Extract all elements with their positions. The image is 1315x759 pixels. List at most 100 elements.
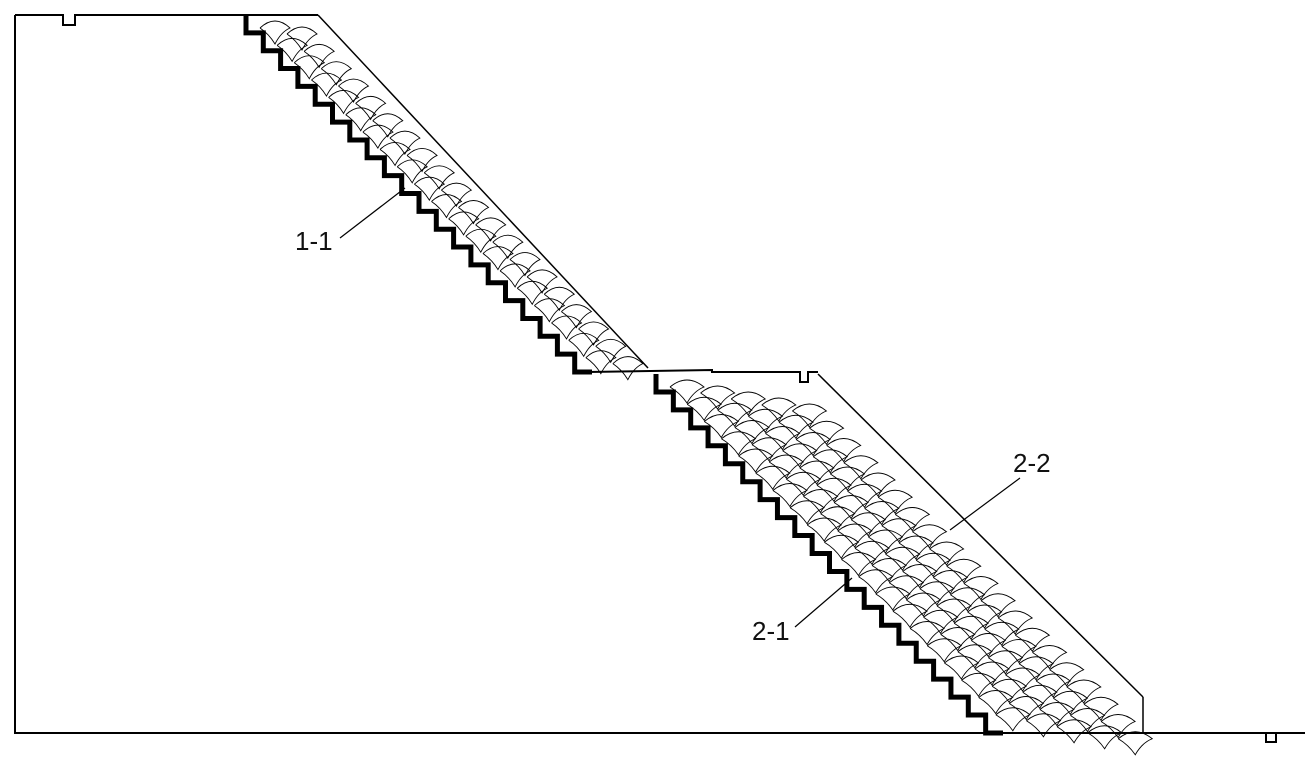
berm-line (587, 368, 818, 383)
upper-scale-arc (543, 286, 576, 312)
lower-scale-arc (898, 535, 934, 560)
lower-scale-arc (669, 379, 705, 404)
lower-scale-arc (923, 609, 959, 635)
lower-scale-arc (1018, 656, 1054, 681)
leader-line-2-2 (949, 477, 1021, 531)
upper-scale-arc (568, 332, 600, 358)
upper-scale-arc (516, 280, 549, 306)
lower-scale-arc (902, 564, 938, 589)
lower-scale-arc (1035, 673, 1072, 698)
lower-scale-arc (953, 615, 990, 641)
lower-scale-arc (1009, 696, 1045, 721)
upper-scale-arc (499, 263, 531, 288)
lower-scale-arc (700, 385, 736, 410)
lower-scale-arc (875, 586, 911, 611)
lower-scale-arc (748, 408, 784, 434)
lower-scale-arc (1015, 627, 1051, 653)
lower-scale-arc (995, 707, 1031, 732)
lower-scale-arc (778, 414, 814, 440)
lower-scale-arc (751, 437, 787, 462)
lower-scale-arc (888, 575, 925, 600)
label-2-2: 2-2 (1013, 448, 1051, 478)
lower-scale-arc (1005, 667, 1041, 692)
upper-scale-arc (551, 315, 583, 340)
lower-scale-arc (820, 506, 856, 531)
lower-scale-arc (1070, 708, 1106, 733)
lower-scale-arc (843, 455, 879, 480)
lower-scale-arc (850, 512, 887, 537)
leader-line-2-1 (794, 577, 853, 628)
upper-scale-arc (345, 107, 377, 132)
upper-step (243, 15, 592, 375)
lower-scale-arc (1117, 731, 1154, 756)
lower-scale-arc (974, 661, 1010, 686)
lower-scale-arc (895, 507, 931, 532)
lower-scale-arc (799, 460, 835, 485)
upper-scale-arc (482, 246, 514, 271)
upper-scale-arc (311, 72, 343, 97)
upper-scale-arc (431, 194, 463, 219)
lower-scale-arc (1049, 662, 1085, 687)
upper-scale-arc (475, 217, 507, 242)
lower-scale-arc (881, 518, 917, 543)
lower-scale-arc (1087, 725, 1123, 750)
upper-scale-arc (303, 43, 335, 69)
lower-scale-arc (871, 558, 907, 583)
lower-scale-arc (919, 581, 955, 606)
lower-scale-arc (926, 638, 963, 663)
lower-scale-arc (1039, 702, 1075, 727)
lower-slope-face (817, 373, 1144, 698)
lower-scale-arc (967, 604, 1003, 629)
lower-scale-arc (906, 592, 942, 617)
lower-scale-arc (1032, 645, 1068, 670)
lower-scale-arc (988, 650, 1024, 675)
lower-scale-arc (738, 448, 774, 473)
upper-scale-arc (320, 61, 353, 86)
lower-scale-arc (909, 621, 945, 646)
lower-scale-arc (789, 500, 825, 525)
upper-scale-arc (372, 113, 404, 138)
lower-scale-arc (940, 627, 976, 652)
lower-scale-arc (877, 489, 914, 515)
lower-scale-arc (795, 432, 831, 457)
lower-scale-arc (980, 593, 1016, 618)
upper-fill-pattern (259, 20, 644, 381)
upper-scale-arc (406, 148, 438, 173)
lower-scale-arc (950, 587, 986, 612)
lower-scale-arc (991, 678, 1028, 704)
lower-scale-arc (806, 517, 843, 542)
lower-step (653, 374, 1003, 736)
lower-scale-arc (792, 403, 828, 428)
upper-scale-arc (338, 78, 370, 103)
lower-scale-arc (1083, 696, 1119, 722)
upper-scale-arc (526, 269, 558, 294)
lower-scale-arc (734, 420, 770, 445)
lower-scale-arc (961, 672, 997, 698)
lower-benching-steps (653, 374, 1003, 736)
lower-scale-arc (761, 397, 797, 422)
lower-scale-arc (803, 489, 839, 514)
upper-scale-arc (414, 176, 446, 202)
lower-scale-arc (946, 558, 982, 584)
lower-scale-arc (929, 541, 965, 566)
lower-scale-arc (809, 420, 845, 446)
lower-scale-arc (1100, 714, 1136, 739)
lower-scale-arc (772, 483, 808, 508)
leader-line-1-1 (339, 187, 406, 239)
lower-scale-arc (984, 621, 1020, 647)
lower-scale-arc (768, 454, 805, 479)
lower-scale-arc (963, 576, 999, 601)
lower-scale-arc (830, 466, 866, 491)
upper-scale-arc (423, 165, 456, 190)
lower-scale-arc (854, 540, 890, 566)
upper-scale-arc (595, 338, 627, 364)
lower-scale-arc (957, 644, 993, 669)
upper-slope-face (317, 14, 649, 369)
upper-scale-arc (492, 234, 524, 260)
lower-scale-arc (933, 570, 969, 595)
lower-scale-arc (1026, 713, 1062, 738)
lower-scale-arc (858, 569, 894, 594)
lower-scale-arc (892, 603, 928, 629)
lower-scale-arc (755, 465, 791, 491)
